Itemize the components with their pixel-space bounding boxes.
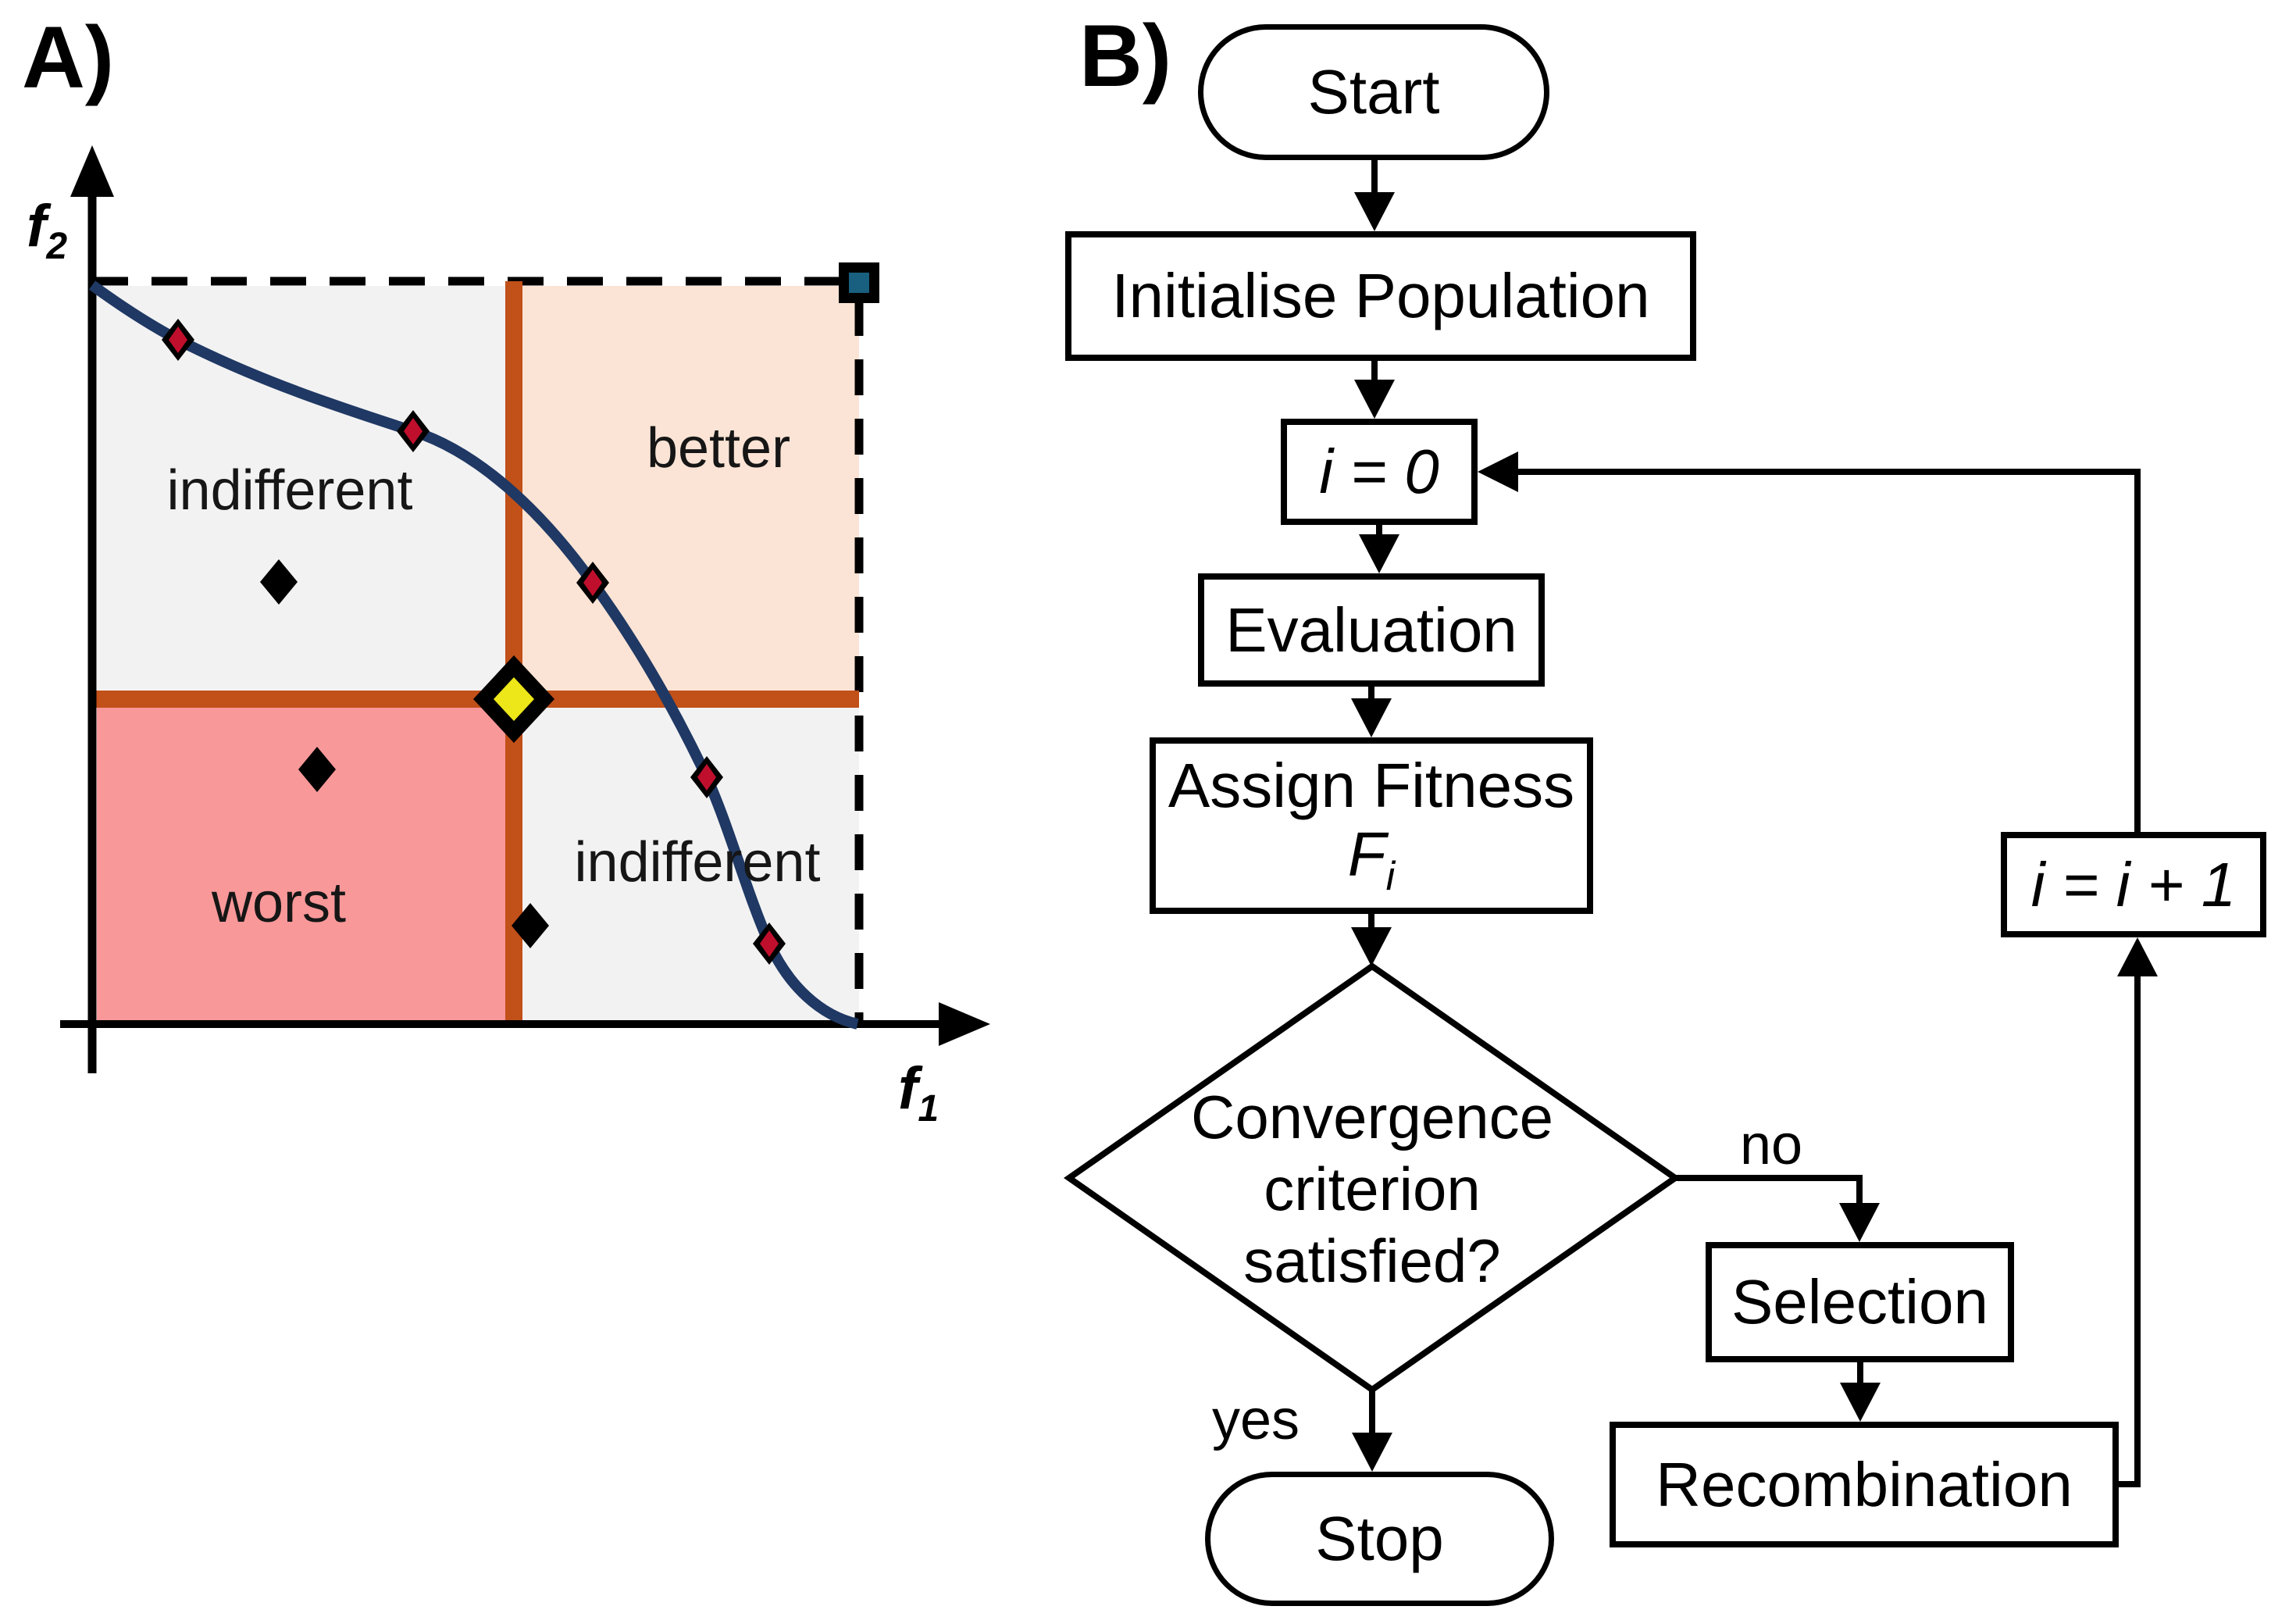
arrowhead-icon — [1351, 927, 1392, 966]
fitness-f: F — [1347, 819, 1386, 890]
pareto-point-marker — [162, 319, 194, 361]
region-indifferent-top-left — [97, 286, 514, 699]
y-axis-label: f2 — [27, 197, 67, 266]
decision-line-3: satisfied? — [1243, 1226, 1501, 1296]
flowchart-node-i-equals-0: i = 0 — [1281, 419, 1478, 525]
flowchart-node-selection: Selection — [1706, 1242, 2014, 1362]
region-label-better: better — [646, 417, 791, 480]
pareto-point-marker — [576, 562, 609, 604]
stop-label: Stop — [1315, 1504, 1444, 1573]
initialise-population-label: Initialise Population — [1111, 261, 1650, 330]
x-axis-label: f1 — [898, 1059, 939, 1128]
x-axis-label-base: f — [898, 1055, 918, 1122]
y-axis-label-base: f — [27, 193, 47, 259]
decision-line-2: criterion — [1264, 1154, 1481, 1223]
region-worst — [97, 699, 514, 1020]
candidate-point-marker — [512, 903, 549, 948]
x-axis-label-sub: 1 — [918, 1088, 939, 1130]
pareto-point-marker — [753, 923, 786, 965]
i-equals-0-label: i = 0 — [1319, 437, 1439, 506]
region-label-indifferent-bottom: indifferent — [574, 831, 821, 894]
candidate-point-marker — [298, 747, 336, 792]
y-axis-label-sub: 2 — [46, 226, 68, 268]
arrowhead-icon — [1478, 452, 1518, 492]
flowchart-node-stop: Stop — [1205, 1472, 1554, 1606]
arrowhead-icon — [1354, 380, 1395, 419]
arrowhead-icon — [1840, 1383, 1881, 1422]
edge-label-yes: yes — [1211, 1389, 1300, 1451]
flowchart-node-start: Start — [1198, 24, 1549, 160]
edge-label-no: no — [1739, 1114, 1803, 1176]
decision-node-text: Convergence criterion satisfied? — [1191, 1081, 1553, 1297]
current-solution-marker — [473, 655, 554, 743]
flowchart-node-recombination: Recombination — [1610, 1422, 2119, 1547]
arrowhead-icon — [1359, 534, 1399, 573]
flowchart-node-initialise-population: Initialise Population — [1065, 231, 1696, 361]
region-label-worst: worst — [211, 872, 347, 934]
evaluation-label: Evaluation — [1225, 594, 1517, 665]
edge-decision-selection — [1675, 1175, 1863, 1206]
dominance-cross-vertical — [505, 281, 522, 1020]
assign-fitness-label: Assign Fitness — [1168, 751, 1575, 821]
region-indifferent-bottom-right — [514, 699, 859, 1020]
pareto-point-marker — [397, 410, 430, 452]
edge-increment-i0 — [1515, 469, 2141, 832]
i-increment-label: i = i + 1 — [2030, 849, 2237, 919]
pareto-point-marker — [690, 756, 723, 798]
flowchart-node-assign-fitness: Assign Fitness Fi — [1150, 737, 1593, 914]
decision-line-1: Convergence — [1191, 1082, 1553, 1151]
panel-b-label: B) — [1079, 7, 1172, 105]
assign-fitness-symbol: Fi — [1348, 820, 1395, 899]
candidate-point-marker — [260, 559, 298, 605]
arrowhead-icon — [1839, 1203, 1880, 1242]
flowchart-node-i-increment: i = i + 1 — [2001, 832, 2266, 937]
region-better — [514, 286, 859, 699]
y-axis-arrowhead-icon — [70, 145, 114, 197]
start-label: Start — [1307, 57, 1440, 127]
panel-a-label: A) — [22, 9, 115, 106]
region-label-indifferent-top: indifferent — [166, 459, 413, 522]
edge-recombination-increment — [2119, 975, 2141, 1487]
arrowhead-icon — [1354, 192, 1395, 231]
x-axis-arrowhead-icon — [939, 1002, 990, 1046]
flowchart-node-evaluation: Evaluation — [1198, 573, 1545, 687]
recombination-label: Recombination — [1656, 1449, 2073, 1519]
selection-label: Selection — [1731, 1267, 1989, 1337]
reference-point-marker — [839, 262, 879, 303]
arrowhead-icon — [1352, 1433, 1392, 1472]
arrowhead-icon — [2117, 937, 2158, 976]
fitness-f-subscript: i — [1385, 854, 1396, 900]
arrowhead-icon — [1351, 698, 1392, 737]
